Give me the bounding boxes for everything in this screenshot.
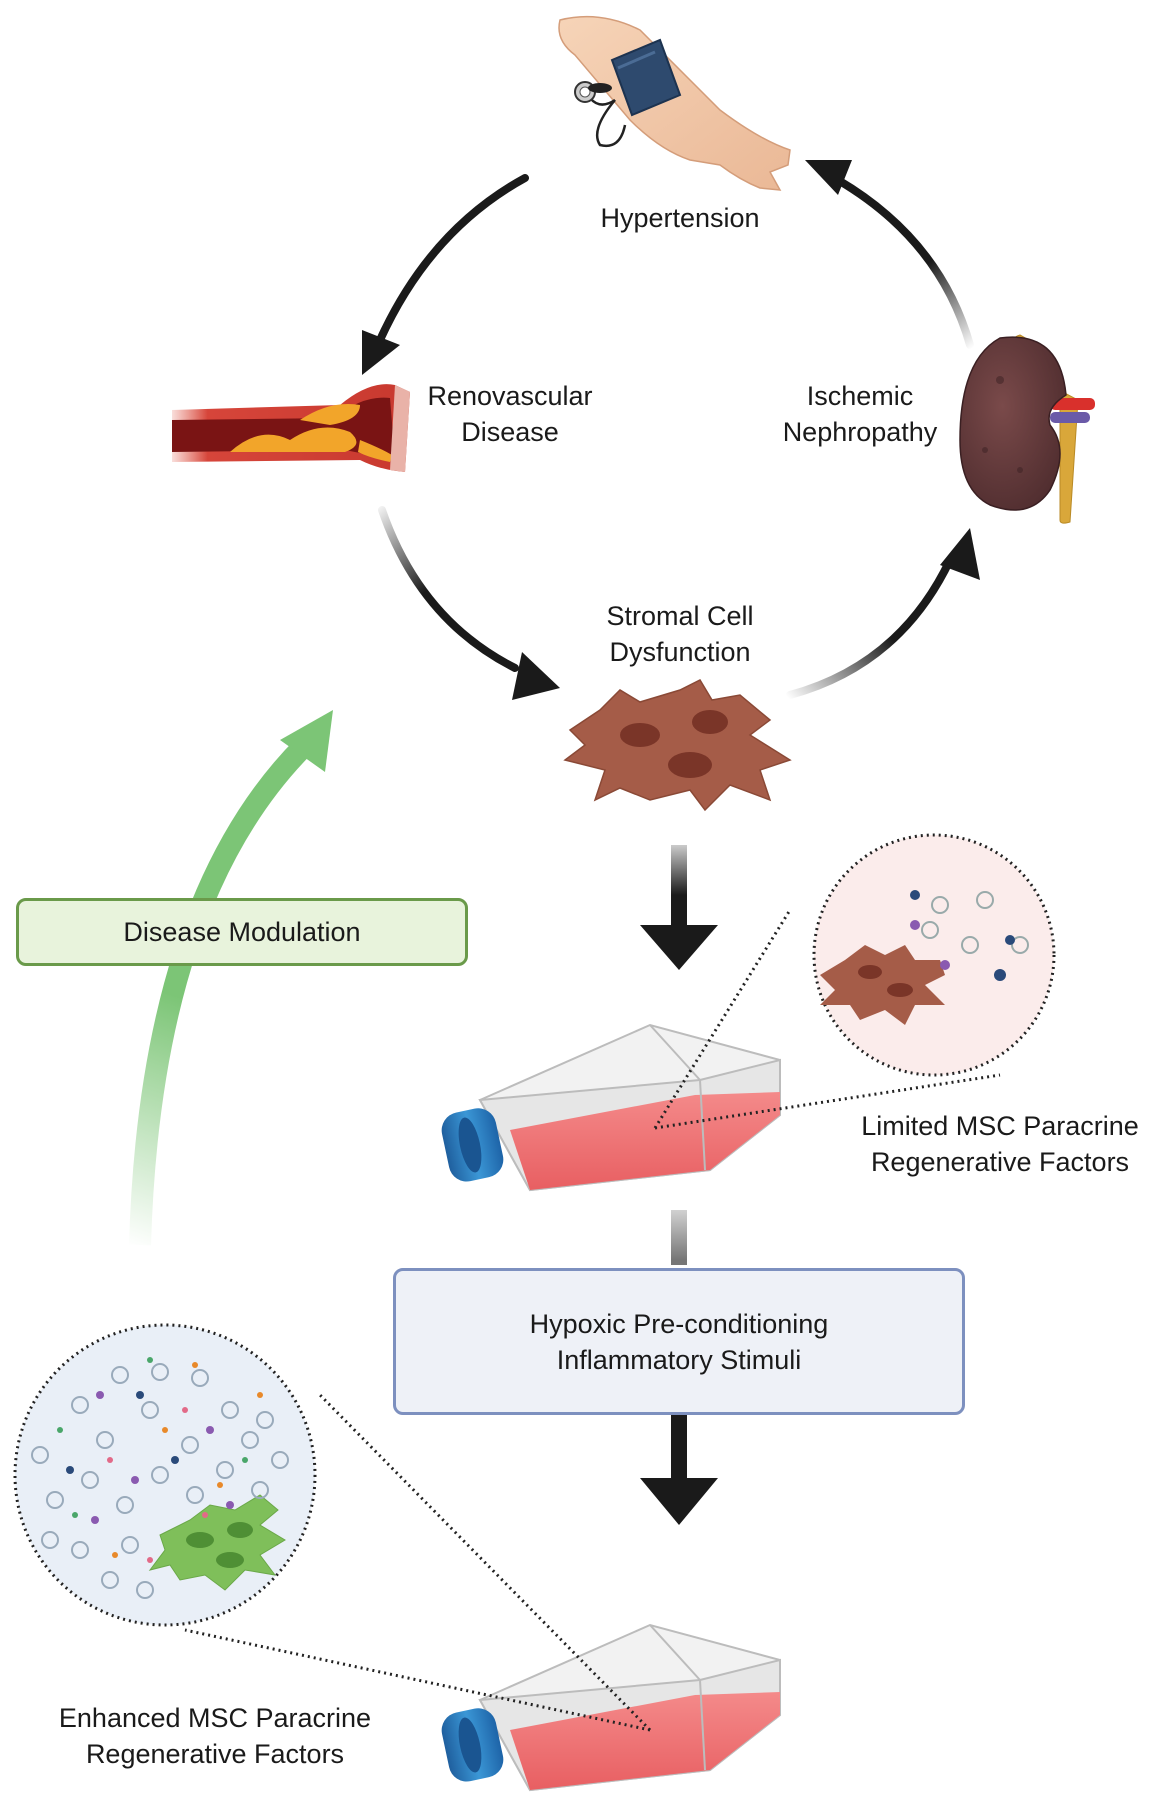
conditioning-line1: Hypoxic Pre-conditioning [529, 1308, 829, 1339]
enhanced-line2: Regenerative Factors [85, 1739, 345, 1769]
down-arrow-to-enhanced-flask [640, 1410, 718, 1525]
zoom-inset-limited [653, 833, 1056, 1130]
ischemic-line1: Ischemic [806, 381, 914, 411]
label-limited-msc-factors: Limited MSC Paracrine Regenerative Facto… [840, 1108, 1157, 1180]
conditioning-box: Hypoxic Pre-conditioning Inflammatory St… [393, 1268, 965, 1415]
label-enhanced-msc-factors: Enhanced MSC Paracrine Regenerative Fact… [35, 1700, 395, 1772]
label-renovascular-disease: Renovascular Disease [400, 378, 620, 450]
label-stromal-cell-dysfunction: Stromal Cell Dysfunction [570, 598, 790, 670]
cycle-arrow-stromal-to-ischemic [786, 528, 980, 699]
limited-line1: Limited MSC Paracrine [861, 1111, 1139, 1141]
disease-modulation-arrow [129, 710, 333, 1246]
kidney-icon [959, 334, 1095, 524]
renovascular-line2: Disease [461, 417, 559, 447]
cycle-arrow-hypertension-to-renovascular [362, 174, 529, 375]
zoom-inset-enhanced [13, 1323, 652, 1732]
disease-modulation-box: Disease Modulation [16, 898, 468, 966]
ischemic-line2: Nephropathy [782, 417, 938, 447]
enhanced-line1: Enhanced MSC Paracrine [58, 1703, 372, 1733]
label-hypertension: Hypertension [560, 200, 800, 236]
down-arrow-to-flask [640, 845, 718, 970]
renovascular-line1: Renovascular [427, 381, 593, 411]
culture-flask-icon-enhanced [441, 1623, 781, 1792]
disease-modulation-label: Disease Modulation [123, 917, 361, 947]
limited-line2: Regenerative Factors [870, 1147, 1130, 1177]
conditioning-line2: Inflammatory Stimuli [556, 1344, 802, 1375]
label-ischemic-nephropathy: Ischemic Nephropathy [750, 378, 970, 450]
arm-blood-pressure-cuff-icon [558, 15, 791, 191]
cycle-arrow-ischemic-to-hypertension [805, 160, 974, 349]
connector-flask-to-box [671, 1210, 687, 1265]
culture-flask-icon-limited [441, 1023, 781, 1192]
stromal-line1: Stromal Cell [606, 601, 754, 631]
stenotic-artery-icon [172, 384, 410, 472]
stromal-cell-icon [563, 679, 792, 812]
cycle-arrow-renovascular-to-stromal [378, 506, 560, 700]
stromal-line2: Dysfunction [609, 637, 751, 667]
hypertension-text: Hypertension [600, 203, 760, 233]
